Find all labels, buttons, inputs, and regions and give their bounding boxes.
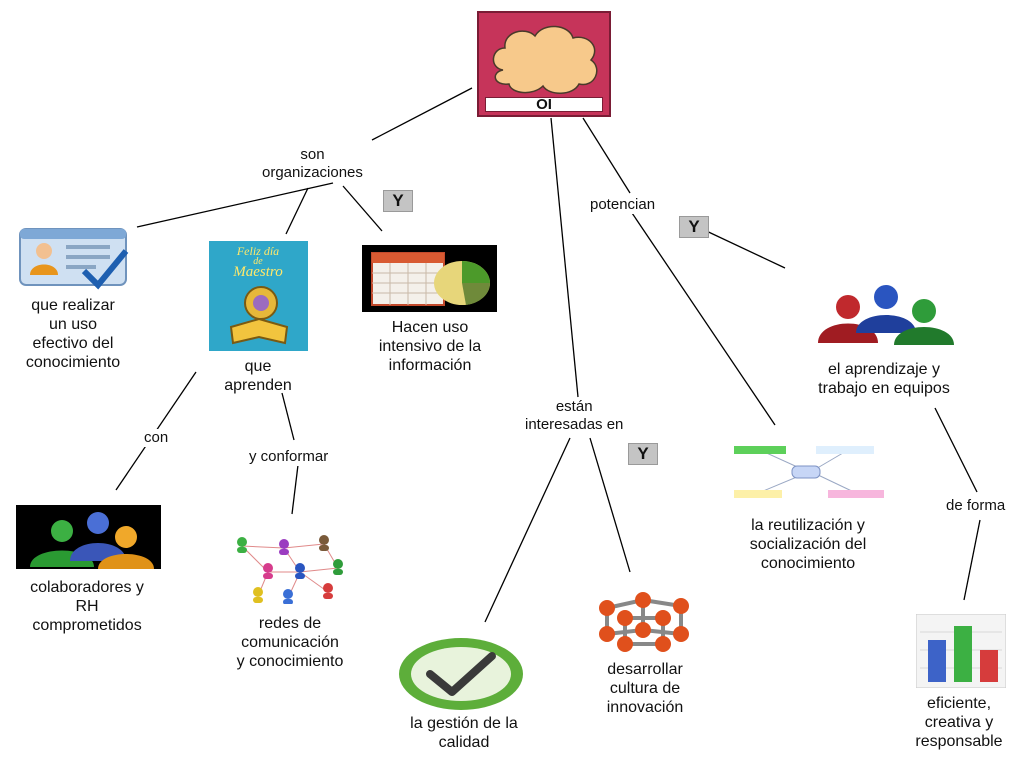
line-equipos-deforma: [934, 407, 978, 493]
network-people-icon: [237, 535, 343, 604]
line-son-aprenden: [285, 187, 309, 235]
contact-card-icon: [19, 228, 129, 290]
y-badge-3: Y: [628, 443, 658, 465]
root-concept[interactable]: OI: [477, 11, 611, 117]
line-potencian-equipos: [699, 227, 786, 269]
line-estan-calidad: [484, 437, 571, 623]
y-badge-1: Y: [383, 190, 413, 212]
root-label: OI: [485, 97, 603, 112]
book-cover-line2: de: [253, 256, 263, 267]
people-group-icon: [16, 505, 161, 569]
link-con[interactable]: con: [144, 429, 169, 447]
book-cover-icon: Feliz día de Maestro: [209, 241, 308, 351]
link-de-forma[interactable]: de forma: [946, 497, 1006, 515]
molecule-icon: [599, 592, 689, 652]
book-cover-line1: Feliz día: [236, 244, 279, 258]
line-conformar-redes: [291, 464, 299, 515]
y-badge-2: Y: [679, 216, 709, 238]
line-root-estan: [550, 117, 579, 398]
line-son-informacion: [342, 185, 383, 232]
link-potencian[interactable]: potencian: [590, 196, 656, 214]
people-group-icon: [818, 285, 954, 345]
book-cover-line3: Maestro: [232, 264, 283, 280]
line-deforma-eficiente: [963, 519, 981, 601]
cloud-icon: [492, 25, 598, 94]
bar-chart-icon: [916, 614, 1006, 688]
line-root-son: [371, 87, 473, 141]
calendar-pie-icon: [362, 245, 497, 312]
link-y-conformar[interactable]: y conformar: [249, 448, 329, 466]
mini-map-icon: [734, 446, 884, 498]
line-root-potencian: [582, 117, 631, 194]
line-estan-innovacion: [589, 437, 631, 573]
line-aprenden-conformar: [281, 392, 295, 441]
checkmark-icon: [399, 638, 523, 710]
line-potencian-reutilizacion: [629, 209, 776, 426]
line-son-uso: [136, 182, 334, 228]
